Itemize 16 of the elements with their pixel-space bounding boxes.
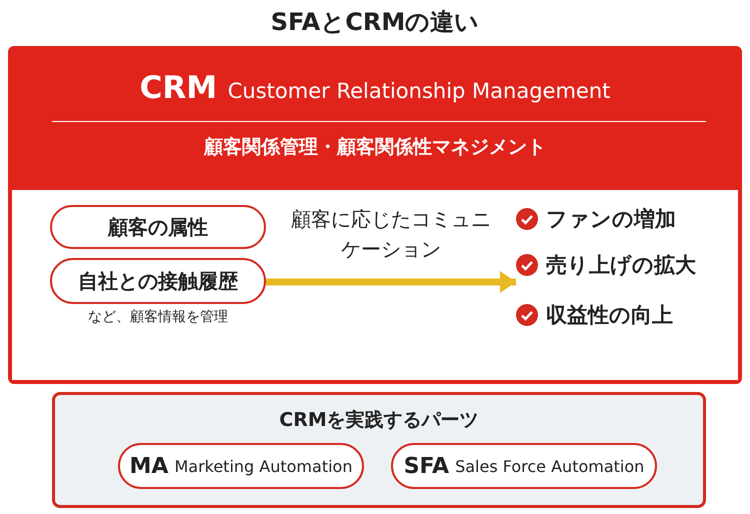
frame-subheading: 顧客関係管理・顧客関係性マネジメント <box>202 135 547 160</box>
item-text: 売り上げの拡大 <box>546 252 696 279</box>
item-text: 収益性の向上 <box>546 302 673 329</box>
edge-label: 顧客に応じたコミュニケーション <box>290 206 492 263</box>
parts-panel <box>52 392 706 508</box>
arrow <box>266 271 516 293</box>
item-text: ファンの増加 <box>546 206 676 233</box>
crm-frame <box>8 46 742 384</box>
diagram-title: SFAとCRMの違い <box>270 7 480 38</box>
note-text: など、顧客情報を管理 <box>87 308 229 326</box>
frame-heading: CRM Customer Relationship Management <box>138 70 612 106</box>
rounded-label: MA Marketing Automation <box>118 443 364 489</box>
rounded-label: 自社との接触履歴 <box>50 258 266 304</box>
rounded-label: 顧客の属性 <box>50 205 266 249</box>
panel-heading: CRMを実践するパーツ <box>278 408 480 433</box>
rounded-label: SFA Sales Force Automation <box>391 443 657 489</box>
